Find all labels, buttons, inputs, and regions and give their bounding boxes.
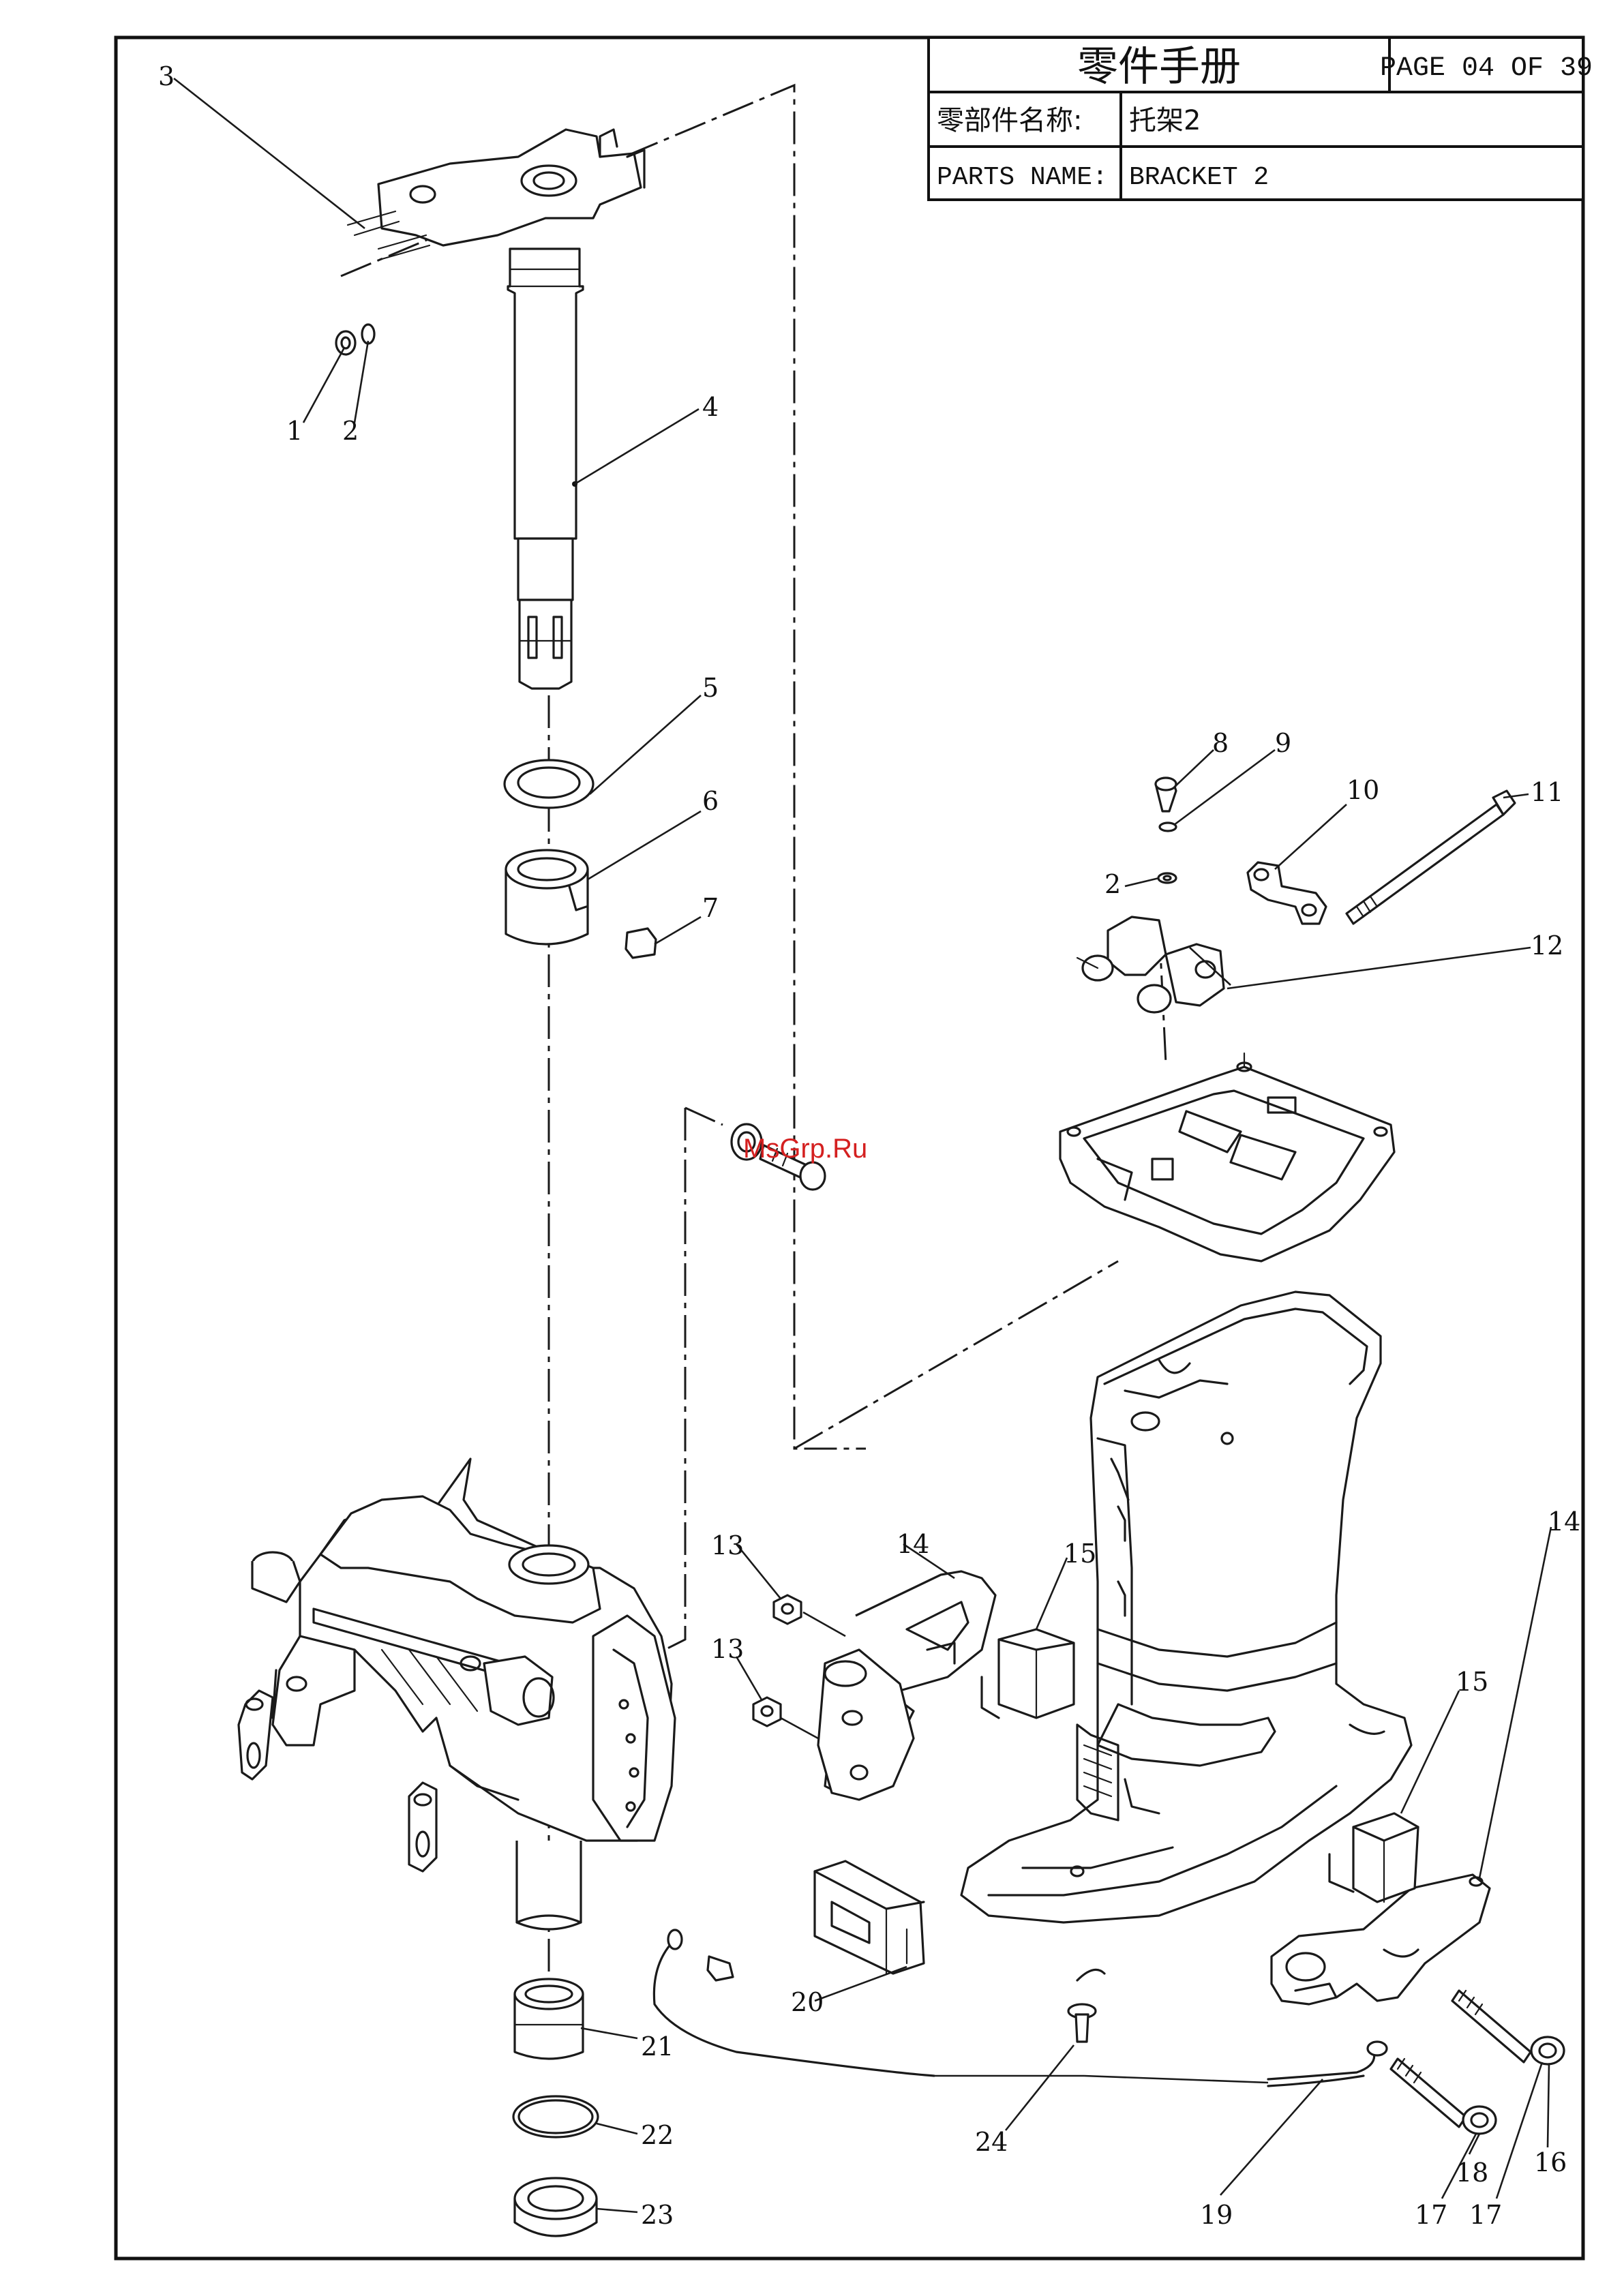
parts-name-cn-label: 零部件名称: bbox=[937, 105, 1082, 136]
watermark: MsGrp.Ru bbox=[743, 1134, 867, 1164]
part-15-rubber-lower bbox=[1329, 1813, 1418, 1902]
part-23-seal bbox=[515, 2178, 597, 2236]
callout-2a: 2 bbox=[342, 416, 359, 446]
callout-9: 9 bbox=[1275, 728, 1291, 758]
callout-2b: 2 bbox=[1104, 869, 1121, 899]
part-8-bolt bbox=[1156, 778, 1176, 811]
part-2-washer-b bbox=[1158, 873, 1176, 883]
callout-4: 4 bbox=[702, 392, 719, 422]
title-block: 零件手册 PAGE 04 OF 39 零部件名称: 托架2 PARTS NAME… bbox=[929, 37, 1593, 200]
part-1-nut bbox=[336, 331, 355, 354]
drive-shaft-housing bbox=[961, 1292, 1411, 1922]
callout-19: 19 bbox=[1200, 2200, 1233, 2230]
part-3-steering-arm bbox=[348, 130, 644, 259]
parts-name-en-label: PARTS NAME: bbox=[937, 163, 1108, 192]
part-21-bushing bbox=[515, 1979, 583, 2059]
parts-name-en-value: BRACKET 2 bbox=[1129, 163, 1269, 192]
callout-13b: 13 bbox=[711, 1634, 744, 1664]
callout-5: 5 bbox=[702, 673, 719, 703]
callout-7: 7 bbox=[702, 893, 719, 923]
part-24-screw bbox=[1068, 2004, 1096, 2042]
part-20-lower-mount bbox=[815, 1861, 924, 1974]
callout-15a: 15 bbox=[1064, 1539, 1096, 1569]
callout-13a: 13 bbox=[711, 1530, 744, 1560]
callout-16: 16 bbox=[1534, 2147, 1567, 2177]
callout-1: 1 bbox=[286, 416, 303, 446]
callout-18: 18 bbox=[1456, 2158, 1488, 2188]
callout-11: 11 bbox=[1531, 777, 1563, 807]
clamp-bracket bbox=[239, 1459, 675, 1929]
part-14-upper-cover bbox=[818, 1571, 995, 1800]
part-11-long-bolt bbox=[1347, 791, 1515, 924]
callout-17a: 17 bbox=[1415, 2200, 1447, 2230]
callout-10: 10 bbox=[1347, 775, 1379, 805]
part-13-nut-a bbox=[774, 1595, 801, 1624]
callout-3: 3 bbox=[158, 61, 175, 91]
parts-name-cn-value: 托架2 bbox=[1129, 105, 1201, 136]
part-12-rubber-mounts bbox=[1077, 917, 1224, 1012]
callout-15b: 15 bbox=[1456, 1667, 1488, 1697]
part-2-washer bbox=[362, 324, 374, 344]
callout-22: 22 bbox=[641, 2120, 674, 2150]
callout-14a: 14 bbox=[897, 1529, 929, 1559]
callout-24: 24 bbox=[975, 2127, 1008, 2157]
callout-17b: 17 bbox=[1469, 2200, 1502, 2230]
manual-title: 零件手册 bbox=[1077, 43, 1241, 91]
mount-plate bbox=[1060, 1053, 1394, 1261]
part-13-nut-b bbox=[753, 1697, 781, 1726]
callout-6: 6 bbox=[702, 786, 719, 816]
part-7-key bbox=[626, 928, 656, 958]
callout-21: 21 bbox=[641, 2031, 674, 2061]
part-10-plate bbox=[1248, 862, 1326, 924]
callout-23: 23 bbox=[641, 2200, 674, 2230]
part-17-bolt bbox=[1391, 2059, 1496, 2134]
part-9-washer bbox=[1160, 823, 1176, 831]
callout-12: 12 bbox=[1531, 931, 1563, 961]
part-6-bushing bbox=[506, 850, 588, 944]
part-4-steering-shaft bbox=[508, 249, 583, 689]
part-5-seal bbox=[505, 760, 593, 808]
part-16-bolt bbox=[1452, 1991, 1564, 2064]
callout-20: 20 bbox=[791, 1987, 824, 2017]
callout-14b: 14 bbox=[1548, 1507, 1580, 1537]
part-22-o-ring bbox=[513, 2096, 598, 2137]
page-number: PAGE 04 OF 39 bbox=[1380, 53, 1593, 84]
callout-8: 8 bbox=[1212, 728, 1229, 758]
part-15-rubber-upper bbox=[982, 1629, 1074, 1718]
